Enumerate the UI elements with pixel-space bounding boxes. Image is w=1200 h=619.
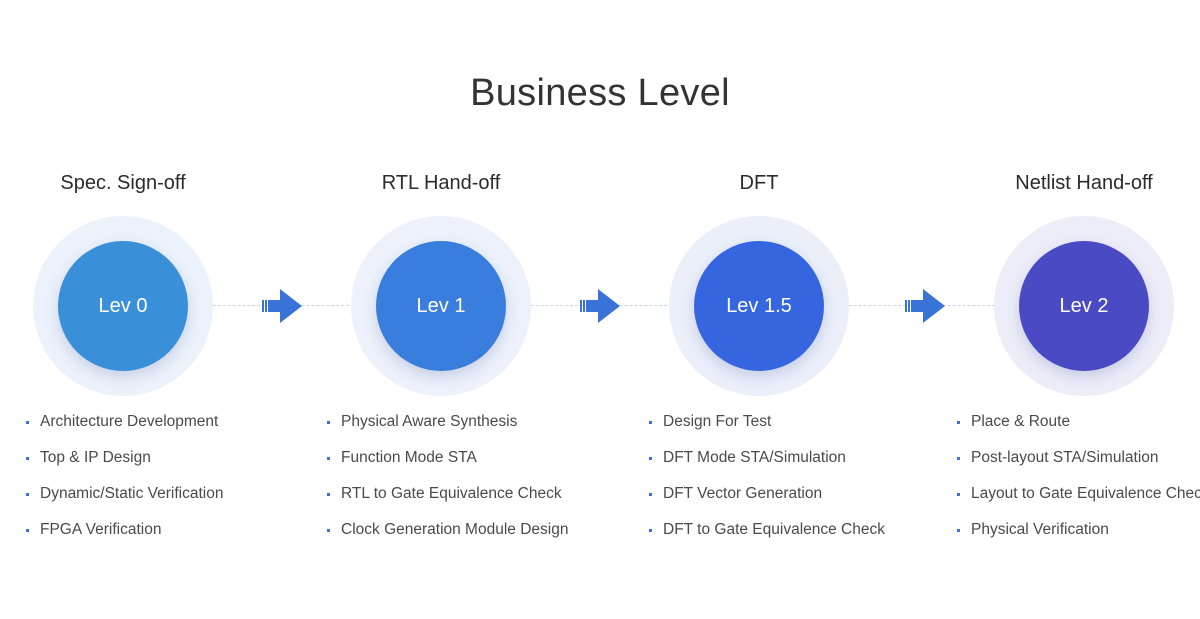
bullet-icon — [957, 421, 960, 424]
list-item: Physical Verification — [957, 518, 1200, 554]
right-arrow-icon — [580, 289, 620, 323]
level-halo: Lev 0 — [33, 216, 213, 396]
list-item: Architecture Development — [26, 410, 224, 446]
list-item: Design For Test — [649, 410, 885, 446]
list-item: Layout to Gate Equivalence Check — [957, 482, 1200, 518]
level-halo: Lev 1.5 — [669, 216, 849, 396]
level-halo: Lev 2 — [994, 216, 1174, 396]
list-item: Post-layout STA/Simulation — [957, 446, 1200, 482]
level-label: Lev 0 — [98, 294, 148, 317]
right-arrow-icon — [262, 289, 302, 323]
level-label: Lev 1.5 — [726, 294, 792, 317]
bullet-icon — [649, 529, 652, 532]
bullet-icon — [327, 457, 330, 460]
bullet-icon — [26, 529, 29, 532]
bullet-icon — [26, 493, 29, 496]
list-item: Clock Generation Module Design — [327, 518, 568, 554]
page-title: Business Level — [470, 72, 730, 114]
level-circle: Lev 0 — [58, 241, 188, 371]
bullet-icon — [327, 493, 330, 496]
level-label: Lev 1 — [416, 294, 466, 317]
bullet-icon — [327, 421, 330, 424]
list-item: DFT Vector Generation — [649, 482, 885, 518]
stage-item-list: Architecture Development Top & IP Design… — [26, 410, 224, 554]
level-circle: Lev 2 — [1019, 241, 1149, 371]
list-item: DFT to Gate Equivalence Check — [649, 518, 885, 554]
level-circle: Lev 1 — [376, 241, 506, 371]
bullet-icon — [957, 493, 960, 496]
level-label: Lev 2 — [1059, 294, 1109, 317]
bullet-icon — [26, 421, 29, 424]
list-item: Top & IP Design — [26, 446, 224, 482]
stage-heading: Spec. Sign-off — [60, 172, 186, 194]
stage-heading: Netlist Hand-off — [1015, 172, 1153, 194]
stage-item-list: Place & Route Post-layout STA/Simulation… — [957, 410, 1200, 554]
level-circle: Lev 1.5 — [694, 241, 824, 371]
list-item: RTL to Gate Equivalence Check — [327, 482, 568, 518]
level-halo: Lev 1 — [351, 216, 531, 396]
list-item: Place & Route — [957, 410, 1200, 446]
bullet-icon — [957, 457, 960, 460]
stage-heading: DFT — [739, 172, 779, 194]
list-item: FPGA Verification — [26, 518, 224, 554]
list-item: Physical Aware Synthesis — [327, 410, 568, 446]
bullet-icon — [26, 457, 29, 460]
list-item: Function Mode STA — [327, 446, 568, 482]
right-arrow-icon — [905, 289, 945, 323]
bullet-icon — [649, 421, 652, 424]
stage-heading: RTL Hand-off — [381, 172, 501, 194]
stage-item-list: Physical Aware Synthesis Function Mode S… — [327, 410, 568, 554]
stage-item-list: Design For Test DFT Mode STA/Simulation … — [649, 410, 885, 554]
bullet-icon — [649, 457, 652, 460]
bullet-icon — [649, 493, 652, 496]
bullet-icon — [327, 529, 330, 532]
list-item: DFT Mode STA/Simulation — [649, 446, 885, 482]
bullet-icon — [957, 529, 960, 532]
list-item: Dynamic/Static Verification — [26, 482, 224, 518]
